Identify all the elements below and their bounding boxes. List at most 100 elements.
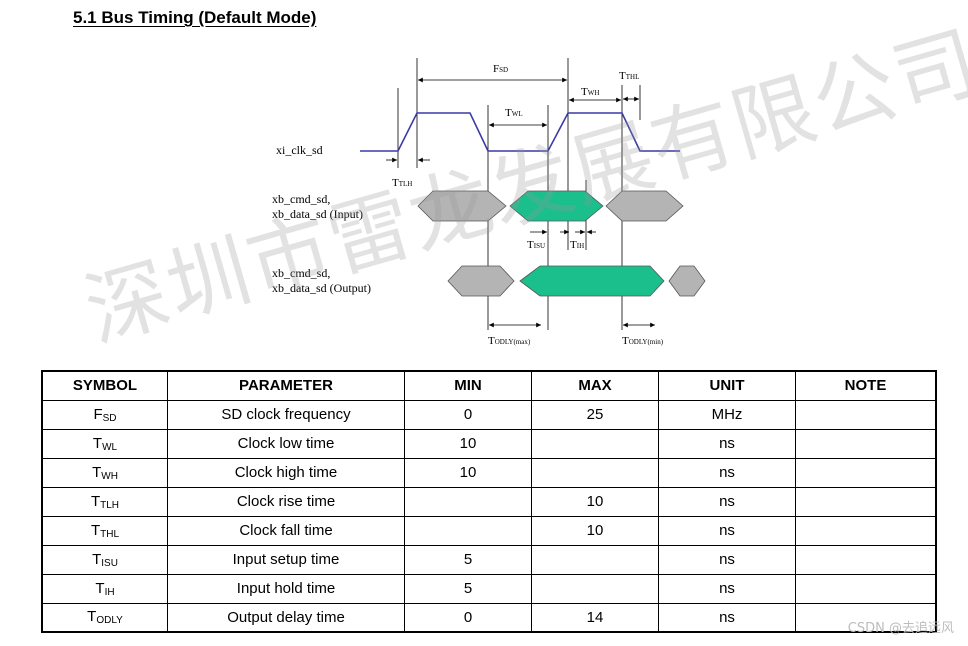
symbol-cell: TTLH <box>41 486 168 517</box>
input-signal-label-1: xb_cmd_sd, <box>272 192 330 206</box>
symbol-base: T <box>92 550 102 568</box>
note-cell <box>795 399 937 430</box>
min-cell: 0 <box>404 602 532 633</box>
symbol-base: T <box>95 579 105 597</box>
max-cell: 25 <box>531 399 659 430</box>
header-parameter: PARAMETER <box>167 370 405 401</box>
unit-cell: ns <box>658 457 796 488</box>
unit-cell: ns <box>658 544 796 575</box>
symbol-base: F <box>93 405 103 423</box>
clock-waveform <box>360 112 680 152</box>
timing-diagram: xi_clk_sd xb_cmd_sd, xb_data_sd (Input) … <box>272 58 706 347</box>
input-valid-window <box>509 190 604 222</box>
parameter-cell: Clock fall time <box>167 515 405 546</box>
twh-label: TWH <box>581 86 599 98</box>
tthl-label: TTHL <box>619 70 639 82</box>
todly-min-label: TODLY(min) <box>622 335 664 347</box>
input-invalid-left <box>417 190 507 222</box>
symbol-cell: TISU <box>41 544 168 575</box>
unit-cell: ns <box>658 573 796 604</box>
symbol-subscript: ISU <box>101 557 118 569</box>
symbol-subscript: TLH <box>100 499 120 511</box>
symbol-base: T <box>90 521 101 539</box>
table-header-row: SYMBOL PARAMETER MIN MAX UNIT NOTE <box>41 370 937 401</box>
tih-label: TIH <box>570 239 584 251</box>
max-cell <box>531 428 659 459</box>
min-cell: 10 <box>404 457 532 488</box>
max-cell: 10 <box>531 515 659 546</box>
symbol-base: T <box>87 608 97 626</box>
parameter-cell: Clock rise time <box>167 486 405 517</box>
symbol-subscript: THL <box>100 528 120 540</box>
note-cell <box>795 573 937 604</box>
unit-cell: MHz <box>658 399 796 430</box>
todly-max-label: TODLY(max) <box>488 335 531 347</box>
fsd-label: FSD <box>493 63 508 75</box>
input-invalid-right <box>605 190 684 222</box>
parameter-cell: Clock high time <box>167 457 405 488</box>
unit-cell: ns <box>658 602 796 633</box>
max-cell: 10 <box>531 486 659 517</box>
symbol-subscript: WL <box>102 441 118 453</box>
output-valid-window <box>519 265 665 297</box>
header-symbol: SYMBOL <box>41 370 168 401</box>
symbol-subscript: ODLY <box>96 615 123 627</box>
symbol-subscript: IH <box>104 586 115 598</box>
note-cell <box>795 544 937 575</box>
symbol-cell: TODLY <box>41 602 168 633</box>
output-signal-label-1: xb_cmd_sd, <box>272 266 330 280</box>
header-unit: UNIT <box>658 370 796 401</box>
unit-cell: ns <box>658 515 796 546</box>
symbol-subscript: SD <box>102 412 117 424</box>
output-invalid-left <box>447 265 515 297</box>
min-cell: 10 <box>404 428 532 459</box>
output-invalid-right <box>668 265 706 297</box>
note-cell <box>795 428 937 459</box>
parameter-cell: Output delay time <box>167 602 405 633</box>
ttlh-label: TTLH <box>392 177 412 189</box>
min-cell: 5 <box>404 573 532 604</box>
section-heading: 5.1 Bus Timing (Default Mode) <box>73 8 317 27</box>
header-min: MIN <box>404 370 532 401</box>
header-max: MAX <box>531 370 659 401</box>
max-cell <box>531 544 659 575</box>
header-note: NOTE <box>795 370 937 401</box>
min-cell <box>404 515 532 546</box>
min-cell: 0 <box>404 399 532 430</box>
note-cell <box>795 486 937 517</box>
symbol-cell: TIH <box>41 573 168 604</box>
min-cell <box>404 486 532 517</box>
max-cell <box>531 573 659 604</box>
twl-label: TWL <box>505 107 523 119</box>
symbol-cell: TWH <box>41 457 168 488</box>
output-signal-label-2: xb_data_sd (Output) <box>272 281 371 295</box>
symbol-cell: TTHL <box>41 515 168 546</box>
max-cell: 14 <box>531 602 659 633</box>
note-cell <box>795 515 937 546</box>
symbol-cell: TWL <box>41 428 168 459</box>
note-cell <box>795 602 937 633</box>
input-signal-label-2: xb_data_sd (Input) <box>272 207 363 221</box>
unit-cell: ns <box>658 486 796 517</box>
max-cell <box>531 457 659 488</box>
symbol-base: T <box>92 463 102 481</box>
unit-cell: ns <box>658 428 796 459</box>
symbol-subscript: WH <box>101 470 118 482</box>
parameter-cell: SD clock frequency <box>167 399 405 430</box>
note-cell <box>795 457 937 488</box>
clk-signal-label: xi_clk_sd <box>276 143 323 157</box>
symbol-cell: FSD <box>41 399 168 430</box>
csdn-watermark: CSDN @去追远风 <box>847 621 954 636</box>
tisu-label: TISU <box>527 239 545 251</box>
parameter-cell: Input hold time <box>167 573 405 604</box>
symbol-base: T <box>92 434 103 452</box>
